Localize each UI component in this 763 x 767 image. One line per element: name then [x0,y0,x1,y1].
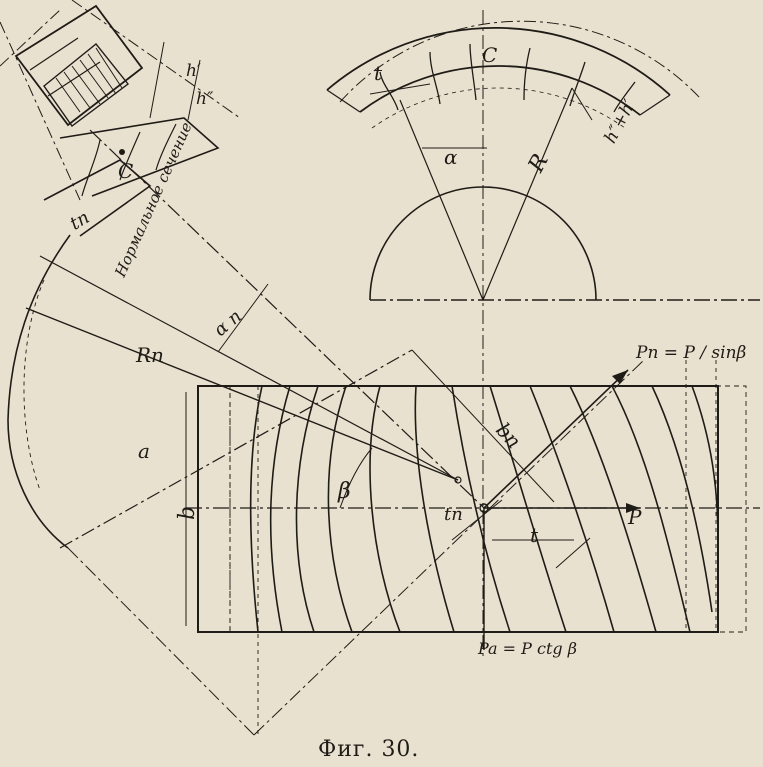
a-label: a [138,439,150,463]
beta-label: β [337,479,351,504]
tool-guide-1 [0,21,81,201]
rim-end-right [639,94,671,116]
bn-dimension [411,349,555,503]
tn-label: tn [444,504,463,525]
tool-hatching [55,47,123,113]
Pn-label: Pn = P / sinβ [635,343,747,363]
normal-section-outer [59,117,220,197]
normal-dashed-arc [23,279,45,491]
tool-profile: h′ h″ C tn Нормальное сечение [0,0,241,281]
rim-outer-arc [326,27,671,96]
normal-axis-line [89,129,485,509]
normal-section-label: Нормальное сечение [111,119,196,280]
pitch-circle [339,20,701,103]
R-n-end-point [454,476,462,484]
rim-end-left [326,89,361,113]
radius-R-line [482,87,573,301]
vertical-helpers [229,360,717,735]
Pa-label: Pa = P ctg β [477,639,577,658]
helical-teeth [249,385,719,633]
bn-label: bn [491,418,526,453]
t-top-dimension [369,83,431,95]
h-pair-arrow [571,87,593,121]
alpha-line [399,99,484,301]
bottom-diagonal [253,359,645,736]
alpha-n-label: α n [210,306,246,341]
P-arrowhead [626,503,640,513]
b-label: b [175,506,200,520]
t-top-label: t [374,61,383,85]
tooth-profiles [379,43,636,113]
a-line [59,349,413,549]
R-n-label: Rn [135,343,164,367]
c-section-label: C [118,159,133,183]
R-n-line [25,307,459,481]
alpha-n-line [39,255,459,481]
tool-hatch-area [43,43,129,127]
figure-caption: Фиг. 30. [318,737,419,762]
tn-dimension [451,499,503,541]
inner-dashed-circle [371,87,626,129]
alpha-n-dimension [217,283,269,353]
tool-body [14,4,144,127]
Pn-arrowhead [612,370,628,384]
P-label: P [627,505,642,529]
beta-arc [339,447,373,509]
c-section-point [119,149,125,155]
c-top-label: C [482,43,497,67]
gear-face-dashed-outline [229,385,747,633]
alpha-label: α [444,145,458,169]
normal-section-teeth [81,123,177,197]
h-double-prime-label: h″ [196,89,214,109]
Pn-arrow [483,369,629,509]
tool-guide-3 [0,9,61,67]
normal-pitch-arc [7,234,71,549]
rim-inner-arc [359,65,641,116]
R-label: R [523,150,553,177]
t-label: t [530,523,539,547]
inner-semicircle [369,186,597,301]
h-pair-label: h″+h′ [601,96,640,146]
h-prime-label: h′ [186,61,201,81]
tool-guide-2 [71,0,241,119]
lower-left-diagonal [67,547,255,736]
